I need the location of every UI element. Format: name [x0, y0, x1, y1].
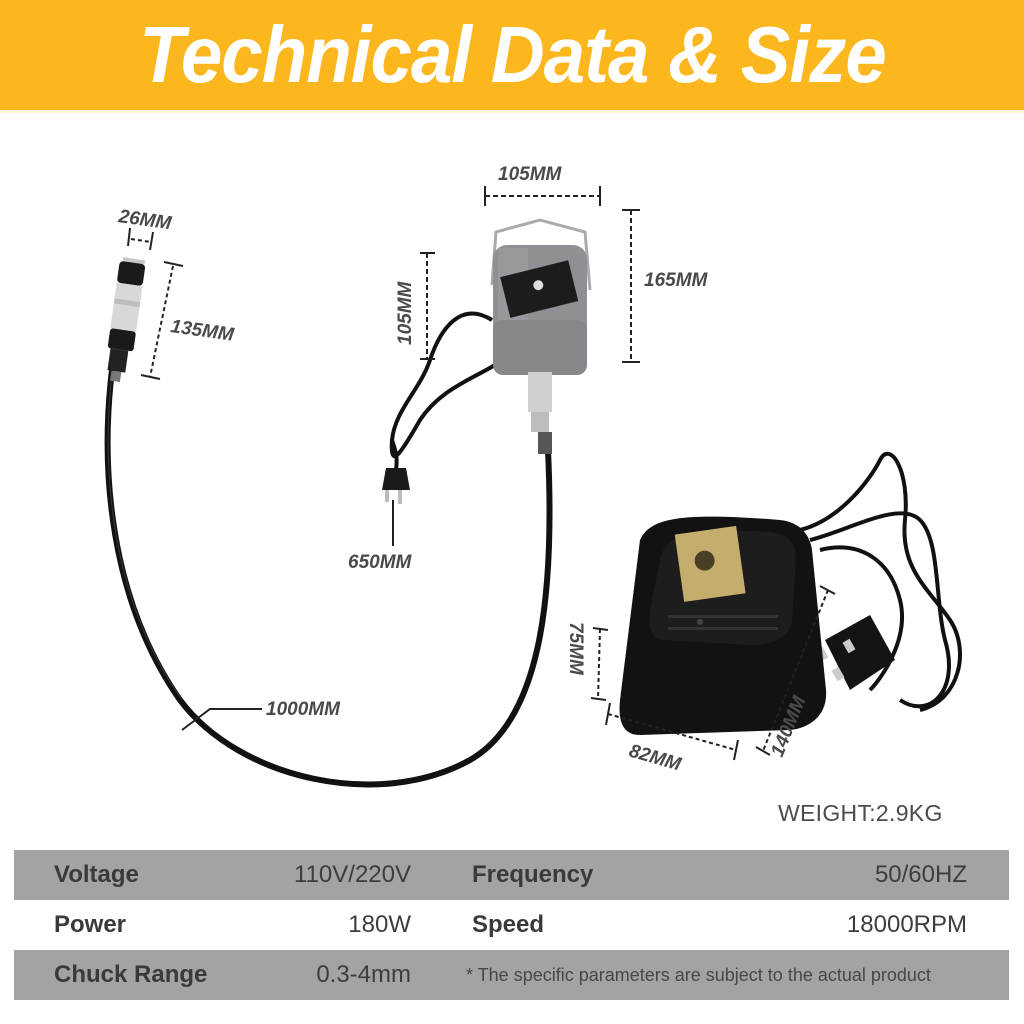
dim-flex-shaft-length: 1000MM: [266, 699, 341, 720]
spec-value: 110V/220V: [294, 861, 411, 888]
spec-row: Power 180W Speed 18000RPM: [14, 900, 1009, 950]
foot-pedal-icon: [619, 516, 827, 735]
spec-value: 18000RPM: [846, 911, 967, 938]
spec-label: Power: [54, 911, 127, 938]
us-plug-icon: [382, 468, 410, 504]
title-banner: Technical Data & Size: [0, 0, 1024, 110]
spec-label: Speed: [472, 911, 545, 938]
spec-table: Voltage 110V/220V Frequency 50/60HZ Powe…: [14, 850, 1009, 1000]
dim-handpiece-length: 135MM: [169, 316, 236, 346]
product-illustration: 26MM 135MM 105MM 105MM 165MM 650MM 1000M…: [104, 164, 962, 788]
spec-label: Voltage: [54, 861, 139, 888]
dim-pedal-height: 75MM: [565, 622, 586, 676]
dim-handpiece-diameter: 26MM: [116, 206, 173, 234]
dim-motor-width: 105MM: [498, 164, 563, 185]
dim-power-cord-length: 650MM: [348, 552, 413, 573]
flex-shaft-handpiece-icon: [107, 257, 146, 382]
flex-shaft-cable: [104, 367, 553, 788]
spec-value: 50/60HZ: [874, 861, 967, 888]
pedal-cord: [799, 451, 962, 712]
spec-value: 0.3-4mm: [316, 961, 411, 988]
hanging-motor-icon: [490, 218, 592, 454]
dim-motor-body-height: 105MM: [395, 280, 416, 345]
dim-pedal-width: 82MM: [627, 741, 685, 776]
weight-label: WEIGHT:2.9KG: [778, 800, 943, 826]
disclaimer-note: * The specific parameters are subject to…: [466, 965, 931, 985]
spec-label: Chuck Range: [54, 961, 208, 988]
motor-power-cord: [389, 311, 497, 458]
spec-row: Voltage 110V/220V Frequency 50/60HZ: [14, 850, 1009, 900]
dim-motor-total-height: 165MM: [644, 270, 709, 291]
spec-row: Chuck Range 0.3-4mm * The specific param…: [14, 950, 1009, 1000]
spec-label: Frequency: [472, 861, 594, 888]
spec-value: 180W: [348, 911, 411, 938]
page-title: Technical Data & Size: [138, 10, 887, 99]
banner-divider: [0, 110, 1024, 113]
uk-plug-icon: [815, 615, 895, 690]
